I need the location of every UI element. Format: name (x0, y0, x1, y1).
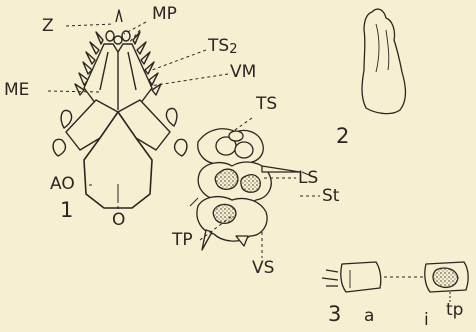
label-vs: VS (252, 260, 274, 277)
figure-number-2: 2 (336, 126, 349, 147)
label-st: St (322, 188, 339, 205)
label-tp: TP (172, 232, 193, 249)
label-ts2-main: TS (208, 36, 229, 56)
label-ao: AO (50, 176, 75, 193)
label-o: O (112, 212, 125, 229)
label-ts2-sub: 2 (229, 42, 237, 57)
figure-number-3: 3 (328, 304, 341, 325)
arm-plates-drawing (190, 129, 316, 250)
leader-ts2 (152, 50, 206, 70)
label-me: ME (4, 82, 29, 99)
label-ls: LS (298, 170, 318, 187)
leader-vm (150, 74, 228, 86)
label-i: i (424, 312, 429, 329)
segment-a-drawing (322, 262, 381, 292)
spine-drawing (362, 9, 406, 114)
label-ts2: TS2 (208, 38, 237, 56)
label-a: a (364, 308, 374, 325)
label-z: Z (42, 18, 54, 35)
label-vm: VM (230, 64, 256, 81)
label-ts: TS (256, 96, 277, 113)
label-mp: MP (152, 6, 177, 23)
leader-z (66, 24, 114, 26)
figure-number-1: 1 (60, 200, 73, 221)
segment-i-drawing (425, 262, 468, 304)
label-tp-small: tp (446, 302, 463, 319)
